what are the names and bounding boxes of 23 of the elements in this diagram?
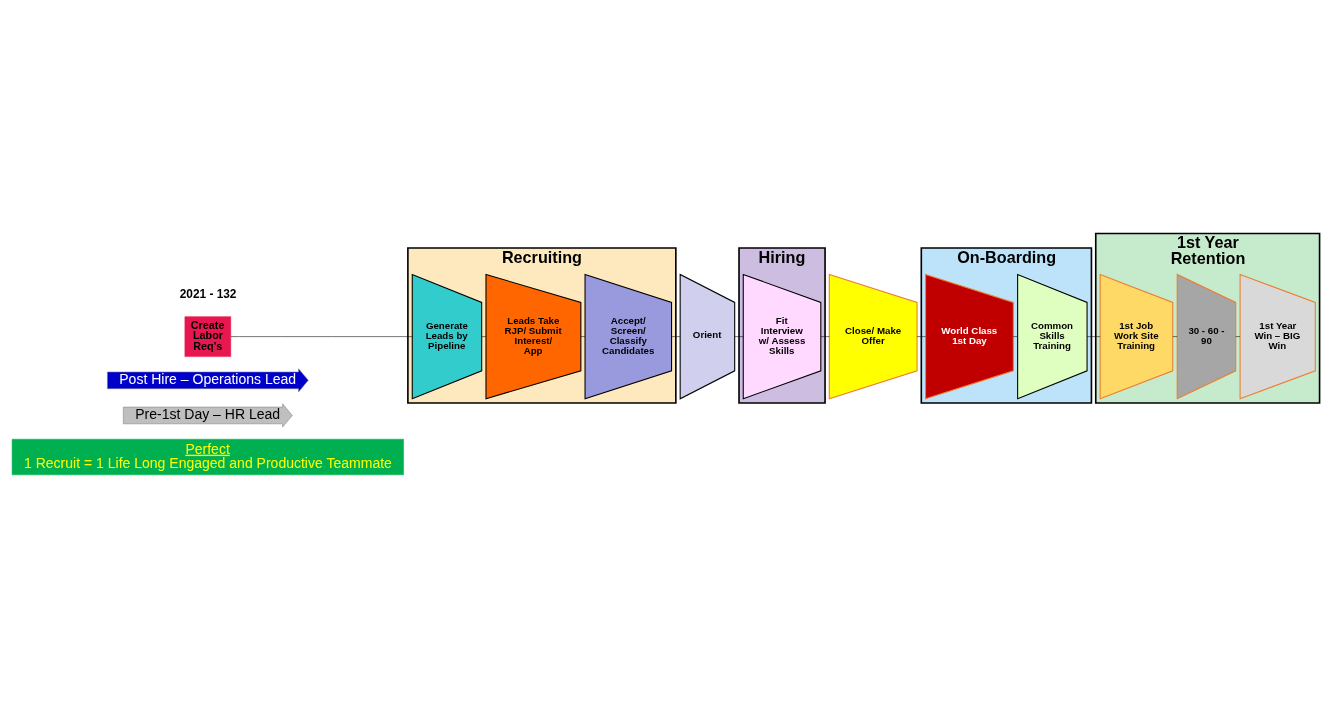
node-box: 30 - 60 - 90 [1176, 273, 1236, 400]
node-box: 1st Job Work Site Training [1099, 273, 1173, 400]
node-box: Common Skills Training [1016, 273, 1088, 400]
connector [1012, 335, 1018, 337]
connector [671, 335, 680, 337]
connector [820, 335, 830, 337]
connector [230, 335, 412, 337]
connector [480, 335, 486, 337]
node-box: World Class 1st Day [924, 273, 1014, 399]
node-box: Create Labor Req’s [184, 315, 231, 357]
node-box: 1st Year Win – BIG Win [1239, 273, 1316, 400]
connector [1086, 335, 1100, 337]
node-box: Orient [679, 273, 735, 400]
node-box: Close/ Make Offer [828, 273, 918, 399]
node-box: Leads Take RJP/ Submit Interest/ App [484, 273, 581, 399]
node-box: Generate Leads by Pipeline [411, 273, 482, 400]
connector [733, 335, 744, 337]
connector [580, 335, 585, 337]
node-box: Accept/ Screen/ Classify Candidates [584, 273, 672, 399]
connector [916, 335, 926, 337]
node-box: Fit Interview w/ Assess Skills [742, 273, 821, 399]
node-box: Perfect 1 Recruit = 1 Life Long Engaged and Productive Teammate [11, 438, 404, 475]
label: 2021 - 132 [179, 286, 236, 301]
